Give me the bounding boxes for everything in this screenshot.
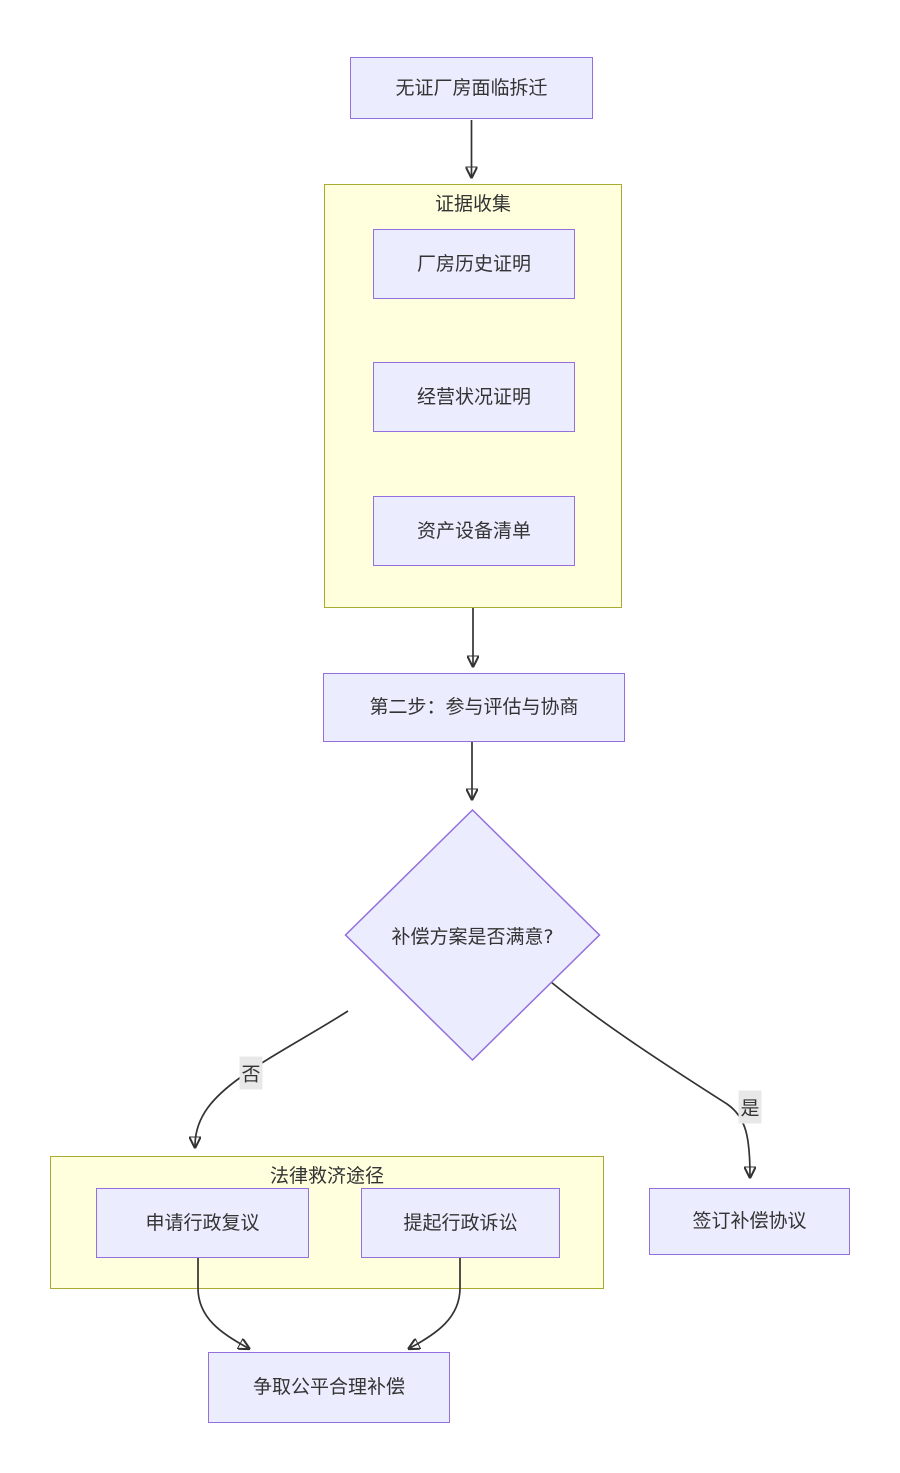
cluster-evidence-collection: 证据收集 厂房历史证明 经营状况证明 资产设备清单 <box>324 184 622 608</box>
edge-decision-no-to-legal <box>195 1010 349 1146</box>
cluster-evidence-title: 证据收集 <box>434 193 511 215</box>
node-business-status-proof: 经营状况证明 <box>373 362 575 432</box>
decision-label: 补偿方案是否满意? <box>391 925 554 948</box>
node-sign-agreement: 签订补偿协议 <box>649 1188 850 1255</box>
node-administrative-reconsideration: 申请行政复议 <box>96 1188 309 1258</box>
decision-diamond-shape <box>344 809 601 1061</box>
node-fair-compensation: 争取公平合理补偿 <box>208 1352 450 1423</box>
node-label: 厂房历史证明 <box>416 252 531 275</box>
node-factory-history-proof: 厂房历史证明 <box>373 229 575 299</box>
edge-litigation-to-fair <box>410 1257 461 1348</box>
node-administrative-litigation: 提起行政诉讼 <box>361 1188 560 1258</box>
cluster-legal-title: 法律救济途径 <box>269 1165 384 1187</box>
node-label: 签订补偿协议 <box>692 1210 807 1233</box>
edge-label-no: 否 <box>239 1056 263 1090</box>
node-label: 经营状况证明 <box>416 385 531 408</box>
edge-reconsideration-to-fair <box>197 1257 248 1348</box>
node-label: 资产设备清单 <box>416 519 531 542</box>
node-label: 无证厂房面临拆迁 <box>395 76 548 99</box>
node-label: 提起行政诉讼 <box>403 1211 518 1234</box>
node-label: 争取公平合理补偿 <box>252 1376 405 1399</box>
node-step2-evaluation-negotiation: 第二步：参与评估与协商 <box>323 673 625 742</box>
cluster-legal-remedies: 法律救济途径 申请行政复议 提起行政诉讼 <box>50 1156 604 1289</box>
node-start-demolition: 无证厂房面临拆迁 <box>350 57 593 119</box>
edge-decision-yes-to-sign <box>550 981 750 1176</box>
node-label: 第二步：参与评估与协商 <box>369 696 579 719</box>
node-asset-equipment-list: 资产设备清单 <box>373 496 575 566</box>
decision-diamond <box>344 809 601 1061</box>
node-label: 申请行政复议 <box>145 1211 260 1234</box>
edge-label-yes: 是 <box>738 1090 762 1124</box>
